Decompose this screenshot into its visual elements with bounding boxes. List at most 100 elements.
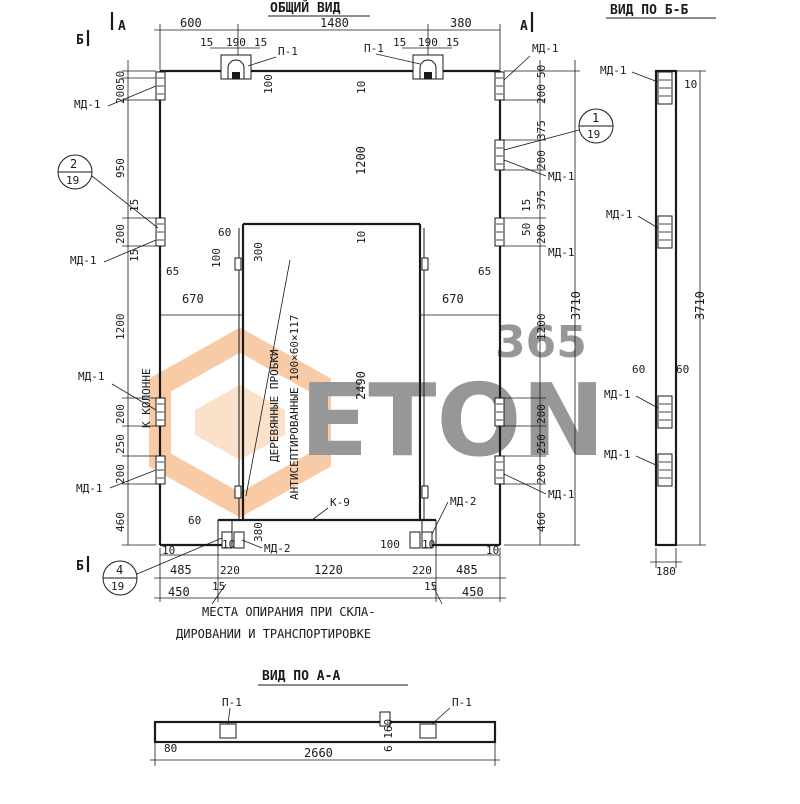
svg-text:250: 250	[535, 434, 548, 454]
svg-text:3710: 3710	[569, 291, 583, 320]
label-md1-r4: МД-1	[548, 488, 575, 501]
svg-text:60: 60	[188, 514, 201, 527]
svg-text:200: 200	[535, 150, 548, 170]
label-md1-s2: МД-1	[606, 208, 633, 221]
svg-text:220: 220	[220, 564, 240, 577]
label-md1-s1: МД-1	[600, 64, 627, 77]
embedded-plates-right	[494, 71, 505, 485]
section-mark-b-top: Б	[76, 30, 90, 48]
svg-text:375: 375	[535, 120, 548, 140]
svg-text:1200: 1200	[354, 146, 368, 175]
svg-text:6.160: 6.160	[382, 719, 395, 752]
svg-text:Б: Б	[76, 559, 84, 574]
svg-text:190: 190	[226, 36, 246, 49]
svg-text:100: 100	[380, 538, 400, 551]
svg-text:380: 380	[450, 16, 472, 30]
side-view-b: 3710 10 МД-1 МД-1 МД-1 МД-1 60 60 180	[600, 64, 707, 578]
svg-text:220: 220	[412, 564, 432, 577]
svg-text:65: 65	[166, 265, 179, 278]
label-md2-left: МД-2	[264, 542, 291, 555]
svg-text:80: 80	[164, 742, 177, 755]
svg-text:485: 485	[170, 563, 192, 577]
svg-text:А: А	[520, 19, 528, 34]
svg-text:2490: 2490	[354, 371, 368, 400]
svg-text:100: 100	[210, 248, 223, 268]
note-support-2: ДИРОВАНИИ И ТРАНСПОРТИРОВКЕ	[176, 627, 371, 641]
svg-text:1480: 1480	[320, 16, 349, 30]
dimensions-right: 50 200 375 200 375 15 50 200 1200 200 25…	[420, 42, 583, 546]
lifting-loop-left-icon	[220, 54, 252, 80]
svg-text:65: 65	[478, 265, 491, 278]
svg-text:60: 60	[218, 226, 231, 239]
svg-text:50: 50	[114, 71, 127, 84]
callout-4-19: 4 19	[102, 537, 223, 596]
svg-text:50: 50	[520, 223, 533, 236]
label-p1-right: П-1	[364, 42, 384, 55]
svg-text:190: 190	[418, 36, 438, 49]
lifting-loop-right-icon	[412, 54, 444, 80]
svg-text:460: 460	[114, 512, 127, 532]
svg-text:4: 4	[116, 563, 123, 577]
svg-text:15: 15	[212, 580, 225, 593]
svg-text:10: 10	[486, 544, 499, 557]
svg-text:600: 600	[180, 16, 202, 30]
note-to-column: К КОЛОННЕ	[140, 368, 153, 428]
svg-text:375: 375	[535, 190, 548, 210]
svg-text:200: 200	[114, 224, 127, 244]
plan-view-a: П-1 П-1 2660 80 6.160	[150, 696, 500, 766]
svg-text:10: 10	[162, 544, 175, 557]
svg-text:А: А	[118, 19, 126, 34]
svg-text:15: 15	[520, 199, 533, 212]
label-p1-left: П-1	[278, 45, 298, 58]
label-md1-r2: МД-1	[548, 170, 575, 183]
section-mark-a-left: А	[110, 12, 126, 34]
label-p1-plan-right: П-1	[452, 696, 472, 709]
wood-plugs	[234, 257, 429, 499]
svg-text:19: 19	[66, 174, 79, 187]
svg-text:200: 200	[535, 224, 548, 244]
svg-text:200: 200	[535, 404, 548, 424]
svg-text:200: 200	[535, 84, 548, 104]
svg-text:485: 485	[456, 563, 478, 577]
title-general-view: ОБЩИЙ ВИД	[270, 0, 341, 16]
title-view-b: ВИД ПО Б-Б	[610, 3, 688, 18]
callout-2-19: 2 19	[57, 154, 159, 229]
svg-text:15: 15	[128, 249, 141, 262]
interior-labels: 10 1200 10 2490 60 300 100 ДЕРЕВЯННЫЕ ПР…	[188, 81, 435, 555]
svg-text:380: 380	[252, 522, 265, 542]
dimensions-bottom: 10 10 485 220 1220 220 485 15 15 450 450…	[154, 544, 506, 641]
svg-text:1200: 1200	[535, 314, 548, 341]
svg-text:300: 300	[252, 242, 265, 262]
svg-text:15: 15	[254, 36, 267, 49]
label-md1-l4: МД-1	[76, 482, 103, 495]
svg-text:15: 15	[128, 199, 141, 212]
svg-text:19: 19	[587, 128, 600, 141]
svg-text:1220: 1220	[314, 563, 343, 577]
svg-text:Б: Б	[76, 33, 84, 48]
svg-text:15: 15	[424, 580, 437, 593]
label-md2-right: МД-2	[450, 495, 477, 508]
svg-text:670: 670	[182, 292, 204, 306]
label-md1-s4: МД-1	[604, 448, 631, 461]
svg-text:180: 180	[656, 565, 676, 578]
section-mark-a-right: А	[520, 12, 534, 34]
svg-text:670: 670	[442, 292, 464, 306]
section-mark-b-bottom: Б	[76, 556, 90, 574]
svg-text:2: 2	[70, 157, 77, 171]
svg-text:10: 10	[355, 81, 368, 94]
svg-text:15: 15	[446, 36, 459, 49]
svg-text:19: 19	[111, 580, 124, 593]
label-md1-l3: МД-1	[78, 370, 105, 383]
svg-text:3710: 3710	[693, 291, 707, 320]
svg-text:1200: 1200	[114, 314, 127, 341]
svg-text:10: 10	[355, 231, 368, 244]
dimensions-top: 600 1480 380 15 190 15 15 190 15 П-1 П-1…	[154, 16, 501, 94]
svg-text:100: 100	[262, 74, 275, 94]
svg-text:2660: 2660	[304, 746, 333, 760]
svg-text:15: 15	[200, 36, 213, 49]
note-wood-plugs-1: ДЕРЕВЯННЫЕ ПРОБКИ	[268, 349, 281, 462]
svg-text:15: 15	[393, 36, 406, 49]
label-p1-plan-left: П-1	[222, 696, 242, 709]
